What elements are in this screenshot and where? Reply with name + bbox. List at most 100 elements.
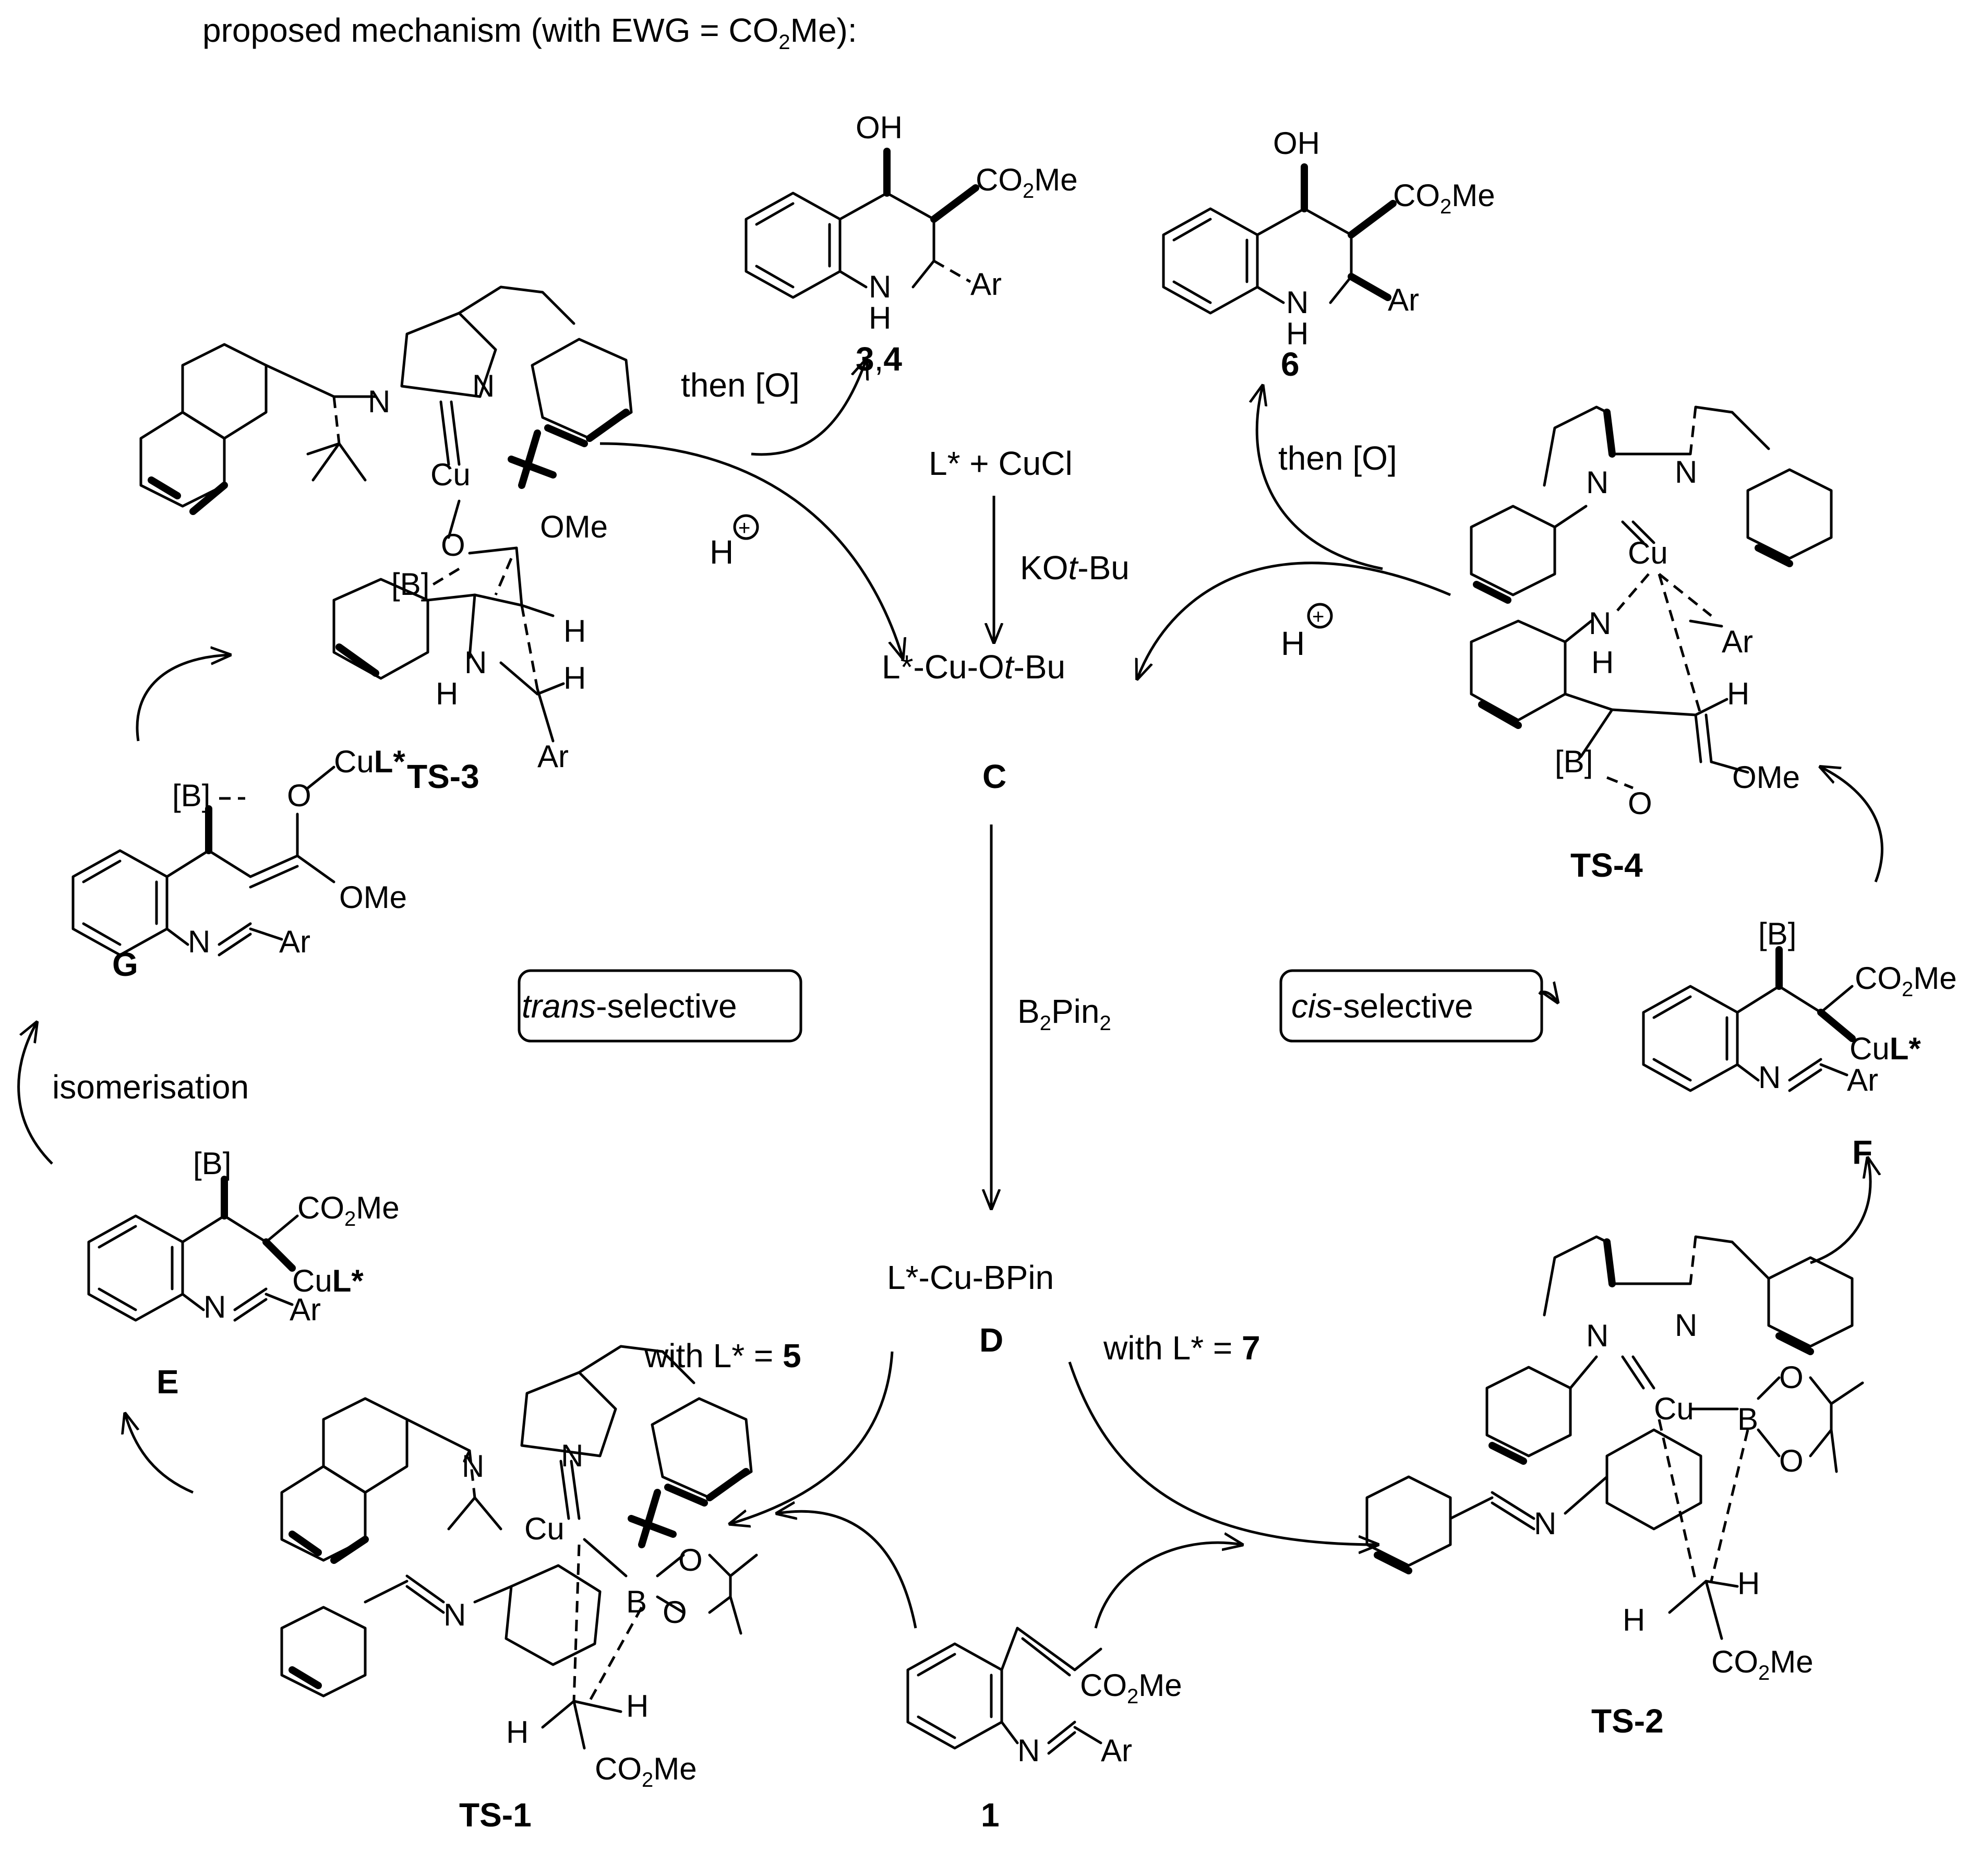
- then-o-left: then [O]: [681, 366, 800, 404]
- species-c-label: C: [982, 758, 1006, 795]
- ts1-n2: N: [561, 1438, 583, 1473]
- cis-selective-label: cis-selective: [1291, 987, 1473, 1025]
- ts3-ar: Ar: [537, 739, 569, 774]
- ts1-b: B: [626, 1584, 647, 1619]
- ts4-cu: Cu: [1628, 535, 1668, 570]
- p6-ar: Ar: [1388, 282, 1419, 317]
- ts4-o: O: [1628, 786, 1652, 821]
- arrow-d-to-ts2: [1068, 1361, 1377, 1545]
- species-d-formula: L*-Cu-BPin: [887, 1259, 1054, 1296]
- p34-n: N: [869, 269, 891, 304]
- ts3-h3: H: [563, 661, 586, 696]
- g-cul: CuL*: [334, 744, 405, 779]
- ts3-n1: N: [368, 384, 390, 419]
- g-ar: Ar: [279, 924, 310, 959]
- label-6: 6: [1281, 345, 1300, 383]
- s1-n: N: [1017, 1733, 1040, 1768]
- ts4-ome: OMe: [1732, 760, 1800, 795]
- ts1-h2: H: [506, 1715, 529, 1750]
- plus-circle-right: [1307, 603, 1333, 629]
- e-co2me: CO2Me: [297, 1190, 400, 1230]
- ts3-b: [B]: [391, 567, 429, 602]
- e-n: N: [203, 1289, 226, 1324]
- f-n: N: [1758, 1060, 1781, 1095]
- p34-co2me: CO2Me: [976, 162, 1078, 202]
- f-structure: [1642, 946, 1856, 1092]
- trans-selective-label: trans-selective: [522, 987, 737, 1025]
- label-ts1: TS-1: [459, 1796, 532, 1834]
- ts1-n3: N: [443, 1597, 466, 1632]
- arrow-cis-box: [1538, 992, 1557, 1002]
- arrow-ts3-to-c: [599, 442, 903, 658]
- s1-ar: Ar: [1101, 1733, 1132, 1768]
- arrow-d-to-ts1: [730, 1351, 894, 1524]
- label-f: F: [1852, 1133, 1872, 1171]
- ts3-h1: H: [563, 614, 586, 649]
- h-plus-right: H: [1281, 625, 1305, 662]
- g-n: N: [188, 924, 210, 959]
- ts3-ome: OMe: [540, 509, 608, 544]
- label-g: G: [112, 946, 138, 983]
- ts3-structure: [139, 285, 633, 743]
- p6-co2me: CO2Me: [1393, 178, 1495, 218]
- s1-co2me: CO2Me: [1080, 1668, 1182, 1708]
- ts4-structure: [1470, 405, 1833, 790]
- arrow-1-into-ts1: [777, 1511, 917, 1629]
- ts4-h2: H: [1727, 676, 1749, 711]
- ts1-structure: [280, 1345, 758, 1750]
- ts1-co2me: CO2Me: [595, 1751, 697, 1791]
- species-d-label: D: [979, 1321, 1003, 1359]
- p34-ar: Ar: [970, 267, 1002, 302]
- h-plus-left: H: [710, 533, 734, 571]
- g-o: O: [287, 778, 311, 813]
- ts2-n1: N: [1586, 1318, 1608, 1353]
- ts4-h1: H: [1591, 645, 1614, 680]
- p34-h: H: [869, 301, 891, 336]
- arrow-1-into-ts2: [1094, 1543, 1242, 1629]
- species-c-formula: L*-Cu-Ot-Bu: [882, 648, 1065, 686]
- ts2-h2: H: [1623, 1603, 1645, 1638]
- label-ts4: TS-4: [1570, 846, 1643, 884]
- e-cul: CuL*: [292, 1263, 364, 1298]
- ts1-o1: O: [678, 1543, 703, 1578]
- p6-n: N: [1286, 285, 1308, 320]
- ts1-cu: Cu: [524, 1511, 565, 1546]
- ts4-n1: N: [1586, 465, 1608, 500]
- ts3-o: O: [441, 528, 465, 563]
- then-o-right: then [O]: [1278, 439, 1397, 477]
- ts2-h1: H: [1737, 1566, 1760, 1601]
- ts2-b: B: [1737, 1402, 1758, 1437]
- ts4-ar: Ar: [1722, 624, 1753, 659]
- f-b: [B]: [1758, 916, 1796, 951]
- label-3-4: 3,4: [856, 340, 902, 378]
- plus-circle-left: [733, 514, 759, 540]
- plus-sign-left: +: [738, 517, 750, 540]
- ts3-n2: N: [472, 368, 495, 403]
- arrow-ts2-to-f: [1810, 1158, 1870, 1264]
- isomerisation-label: isomerisation: [52, 1068, 249, 1106]
- arrow-f-to-ts4: [1821, 767, 1883, 882]
- g-ome: OMe: [339, 880, 407, 915]
- ts2-n3: N: [1534, 1506, 1556, 1541]
- ts4-n3: N: [1589, 606, 1611, 641]
- e-ar: Ar: [290, 1292, 321, 1327]
- ts4-n2: N: [1675, 455, 1697, 489]
- p6-oh: OH: [1273, 126, 1320, 161]
- ts1-o2: O: [663, 1595, 687, 1630]
- label-ts3: TS-3: [407, 758, 479, 795]
- label-ts2: TS-2: [1591, 1702, 1664, 1740]
- header-title: proposed mechanism (with EWG = CO2Me):: [202, 11, 857, 54]
- arrow-ts4-to-c: [1137, 561, 1451, 678]
- ts1-n1: N: [462, 1449, 484, 1484]
- product-6-structure: [1162, 163, 1397, 315]
- substrate-1-structure: [906, 1627, 1102, 1755]
- e-b: [B]: [193, 1146, 231, 1181]
- e-structure: [87, 1176, 299, 1322]
- arrow-then-o-to-34: [751, 360, 866, 456]
- ts2-cu: Cu: [1654, 1391, 1694, 1426]
- ts4-b: [B]: [1555, 744, 1593, 779]
- ts1-h1: H: [626, 1689, 649, 1724]
- p34-oh: OH: [856, 110, 903, 145]
- reagent-l-cucl: L* + CuCl: [929, 445, 1073, 482]
